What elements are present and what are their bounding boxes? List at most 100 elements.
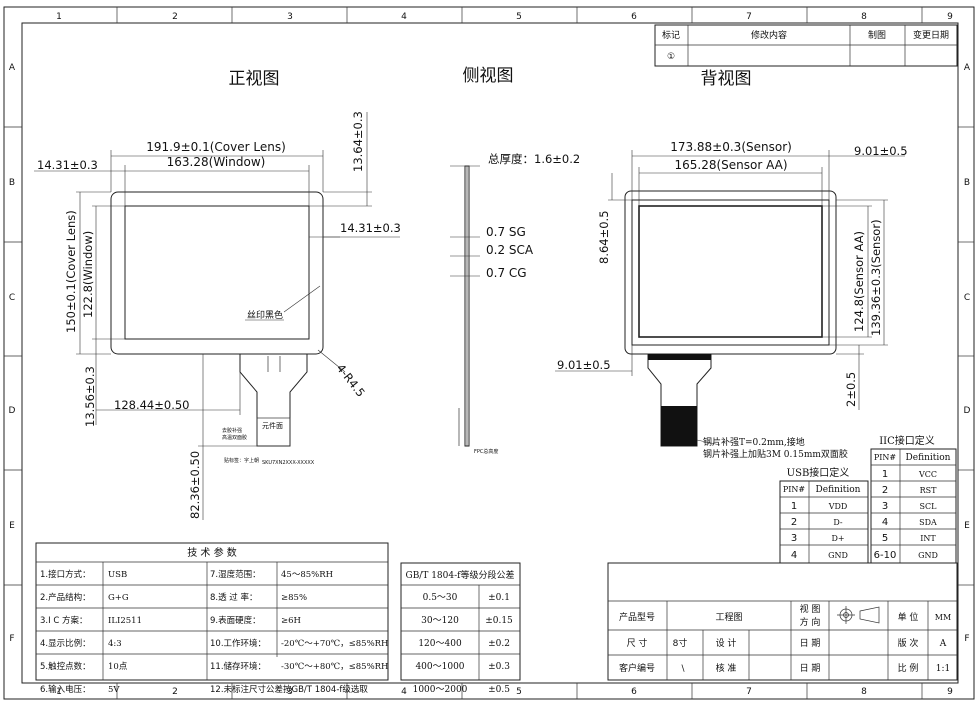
- grid-label-right: F: [964, 634, 969, 644]
- title-block: 产品型号 工程图 视 图 方 向 单 位 MM 尺 寸 8寸 设 计 日 期 版…: [607, 562, 958, 681]
- grid-label-bottom: 7: [746, 687, 752, 697]
- iic-def: INT: [920, 534, 936, 543]
- grid-label-bottom: 5: [516, 687, 522, 697]
- dim-radius-label: 4-R4.5: [334, 361, 368, 399]
- window-outline: [124, 205, 310, 340]
- grid-label-right: C: [964, 293, 970, 303]
- usb-pin: 4: [791, 550, 797, 561]
- tolerance-range: 1000～2000: [413, 685, 468, 695]
- spec-value: -20℃～+70℃，≤85%RH: [281, 639, 388, 649]
- usb-def: GND: [828, 551, 848, 560]
- fpc-note-d: SKU7XN2XXX-XXXXX: [262, 460, 315, 466]
- back-fpc-top: [648, 354, 711, 360]
- iic-pin: 6-10: [874, 550, 897, 561]
- grid-label-top: 3: [287, 12, 293, 22]
- grid-label-top: 8: [861, 12, 867, 22]
- tb-version-value: A: [939, 639, 947, 649]
- tolerance-value: ±0.1: [488, 593, 510, 603]
- spec-value: 4:3: [108, 639, 122, 649]
- tb-size-label: 尺 寸: [627, 637, 648, 649]
- revision-table: 标记 修改内容 制图 变更日期 ①: [654, 24, 958, 67]
- grid-labels-side: A B C D E F A B C D E F: [9, 63, 971, 644]
- usb-table: USB接口定义 PIN# Definition 1 VDD 2 D- 3 D+ …: [779, 466, 869, 564]
- tolerance-value: ±0.5: [488, 685, 510, 695]
- tb-date-label-1: 日 期: [800, 638, 821, 649]
- dim-fpc-pos-label: 128.44±0.50: [114, 398, 189, 412]
- revision-header-date: 变更日期: [913, 29, 949, 41]
- side-fpc-note: FPC总高度: [474, 448, 498, 455]
- tb-date-label-2: 日 期: [800, 663, 821, 674]
- sensor-aa-outline: [638, 205, 823, 338]
- dim-sensor-aa-width-label: 165.28(Sensor AA): [674, 158, 787, 172]
- grid-label-top: 5: [516, 12, 522, 22]
- spec-label: 7.湿度范围：: [210, 569, 261, 580]
- grid-labels-bottom: 1 2 3 4 5 6 7 8 9: [56, 687, 953, 697]
- iic-pin: 1: [882, 469, 888, 480]
- spec-value: -30℃～+80℃，≤85%RH: [281, 662, 388, 672]
- usb-header-def: Definition: [816, 485, 861, 495]
- stiffener-note-1: 钢片补强T=0.2mm,接地: [703, 436, 805, 448]
- front-fpc-stiffener: [256, 417, 291, 447]
- tb-customer-value: \: [681, 664, 685, 674]
- iic-title: IIC接口定义: [879, 434, 935, 447]
- specs-title: 技 术 参 数: [187, 546, 237, 559]
- silk-label: 丝印黑色: [247, 309, 283, 321]
- usb-pin: 3: [791, 533, 797, 544]
- spec-label: 11.储存环境：: [210, 661, 266, 672]
- usb-pin: 2: [791, 517, 797, 528]
- back-cover-outline: [624, 190, 837, 355]
- grid-label-left: B: [9, 178, 15, 188]
- spec-value: 10点: [108, 662, 128, 672]
- spec-label: 6.输入电压：: [40, 684, 91, 695]
- iic-def: RST: [920, 486, 938, 495]
- iic-pin: 3: [882, 501, 888, 512]
- dim-sensor-height-label: 139.36±0.3(Sensor): [869, 219, 883, 336]
- spec-label: 4.显示比例：: [40, 638, 91, 649]
- tolerance-value: ±0.2: [488, 639, 510, 649]
- tolerance-table: GB/T 1804-f等级分段公差 0.5～30±0.130～120±0.151…: [400, 562, 521, 695]
- grid-label-top: 9: [947, 12, 953, 22]
- dim-window-height-label: 122.8(Window): [81, 231, 95, 318]
- grid-label-right: A: [964, 63, 971, 73]
- revision-header-mark: 标记: [662, 29, 680, 41]
- grid-label-left: C: [9, 293, 15, 303]
- spec-label: 8.透 过 率：: [210, 592, 258, 603]
- iic-pin: 2: [882, 485, 888, 496]
- grid-label-bottom: 6: [631, 687, 637, 697]
- tb-customer-label: 客户编号: [619, 662, 655, 674]
- tolerance-range: 0.5～30: [423, 593, 458, 603]
- revision-header-drawn: 制图: [868, 29, 886, 41]
- spec-label: 12.未标注尺寸公差按GB/T 1804-f级选取: [210, 684, 368, 695]
- tolerance-title: GB/T 1804-f等级分段公差: [406, 569, 515, 581]
- iic-def: SDA: [919, 518, 937, 527]
- grid-label-bottom: 3: [287, 687, 293, 697]
- usb-def: VDD: [828, 502, 848, 511]
- grid-label-left: D: [9, 406, 16, 416]
- fpc-note-c: 贴标签：字上朝: [224, 457, 259, 464]
- tolerance-range: 30～120: [421, 616, 459, 626]
- usb-title: USB接口定义: [787, 466, 850, 479]
- usb-def: D+: [831, 534, 844, 543]
- tb-model-label: 产品型号: [619, 611, 655, 623]
- iic-pin: 4: [882, 517, 888, 528]
- usb-pin: 1: [791, 501, 797, 512]
- iic-table: IIC接口定义 PIN# Definition 1 VCC 2 RST 3 SC…: [870, 434, 957, 564]
- spec-label: 1.接口方式：: [40, 569, 91, 580]
- tb-size-value: 8寸: [673, 637, 688, 649]
- grid-label-top: 2: [172, 12, 178, 22]
- spec-label: 9.表面硬度：: [210, 615, 261, 626]
- spec-value: ≥6H: [281, 616, 301, 626]
- dim-window-width-label: 163.28(Window): [167, 155, 266, 169]
- grid-label-bottom: 4: [401, 687, 407, 697]
- dim-bottom-v-label: 13.56±0.3: [83, 366, 97, 427]
- grid-label-left: A: [9, 63, 16, 73]
- grid-label-top: 7: [746, 12, 752, 22]
- dim-back-right-label: 9.01±0.5: [854, 144, 908, 158]
- grid-label-bottom: 9: [947, 687, 953, 697]
- dim-offset-left-label: 14.31±0.3: [37, 158, 98, 172]
- tolerance-range: 400～1000: [415, 662, 464, 672]
- dim-top-v-label: 13.64±0.3: [351, 111, 365, 172]
- front-view-title: 正视图: [229, 69, 280, 89]
